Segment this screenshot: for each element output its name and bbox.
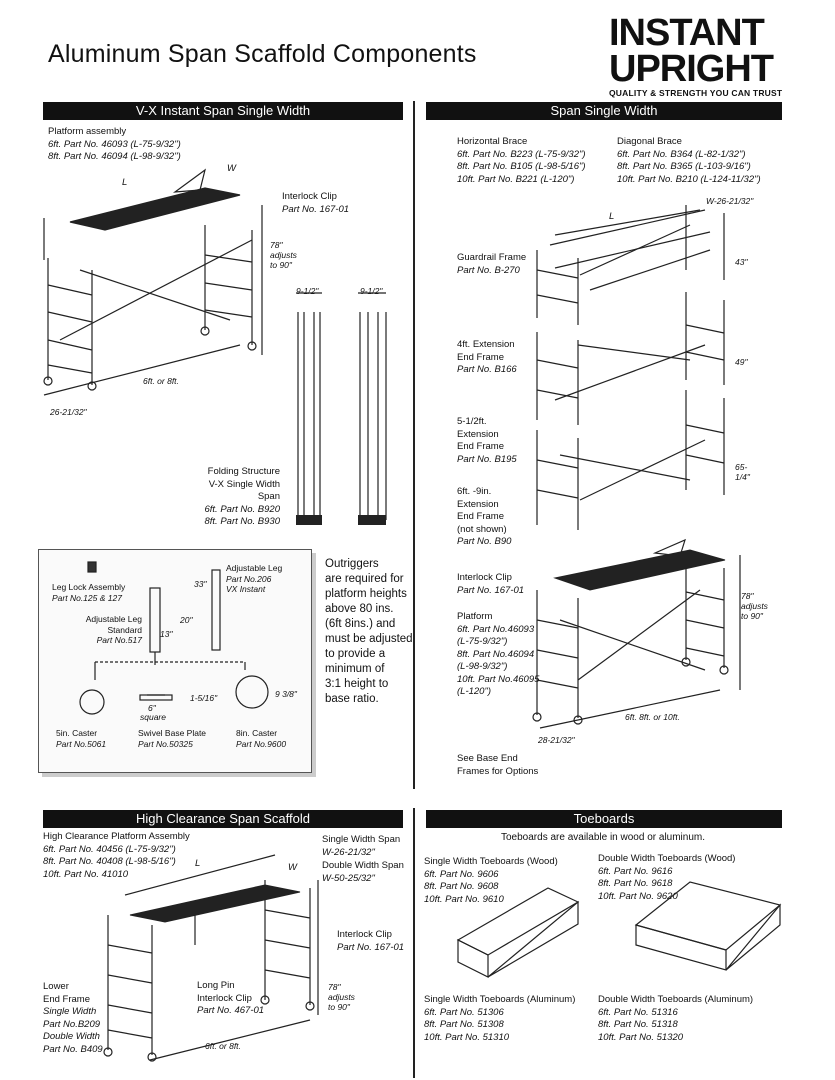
span-section-header: Span Single Width xyxy=(426,102,782,120)
legs-box xyxy=(38,549,312,773)
dw-al-label: Double Width Toeboards (Aluminum)6ft. Pa… xyxy=(598,994,754,1043)
vx-platform-label: Platform assembly 6ft. Part No. 46093 (L… xyxy=(48,126,181,162)
logo-line-2: UPRIGHT xyxy=(609,48,774,90)
high-section-header: High Clearance Span Scaffold xyxy=(43,810,403,828)
vx-l-label: L xyxy=(122,177,128,188)
dim-6: 6" xyxy=(148,703,156,713)
dim-1-5-16: 1-5/16" xyxy=(190,693,218,703)
vx-width-label: 26-21/32" xyxy=(50,407,87,417)
page-title: Aluminum Span Scaffold Components xyxy=(48,40,477,68)
dim-65: 65-1/4" xyxy=(735,462,750,482)
column-divider-bottom xyxy=(413,808,415,1078)
dw-wood-label: Double Width Toeboards (Wood)6ft. Part N… xyxy=(598,853,736,902)
span-l-label: L xyxy=(609,211,615,222)
dim-13: 13" xyxy=(160,629,173,639)
high-w-label: W xyxy=(288,862,297,873)
dim-49: 49" xyxy=(735,357,748,367)
sw-wood-label: Single Width Toeboards (Wood)6ft. Part N… xyxy=(424,856,558,905)
column-divider xyxy=(413,101,415,789)
span-width-label: 28-21/32" xyxy=(538,735,575,745)
vx-w-label: W xyxy=(227,163,236,174)
vx-dim-b: 9-1/2" xyxy=(360,286,383,296)
logo-line-1: INSTANT xyxy=(609,12,765,54)
vx-length-label: 6ft. or 8ft. xyxy=(143,376,179,386)
sw-al-label: Single Width Toeboards (Aluminum)6ft. Pa… xyxy=(424,994,576,1043)
vx-section-header: V-X Instant Span Single Width xyxy=(43,102,403,120)
toe-section-header: Toeboards xyxy=(426,810,782,828)
span-length-label: 6ft. 8ft. or 10ft. xyxy=(625,712,680,722)
dim-43: 43" xyxy=(735,257,748,267)
dim-33: 33" xyxy=(194,579,207,589)
span-w-dim: W-26-21/32" xyxy=(706,196,754,206)
dim-20: 20" xyxy=(180,615,193,625)
vx-dim-a: 9-1/2" xyxy=(296,286,319,296)
high-l-label: L xyxy=(195,858,201,869)
high-length-label: 6ft. or 8ft. xyxy=(205,1041,241,1051)
dim-9-3-8: 9 3/8" xyxy=(275,689,297,699)
dim-square: square xyxy=(140,712,166,722)
toe-subtitle: Toeboards are available in wood or alumi… xyxy=(501,832,706,843)
logo-tagline: QUALITY & STRENGTH YOU CAN TRUST xyxy=(609,88,783,98)
